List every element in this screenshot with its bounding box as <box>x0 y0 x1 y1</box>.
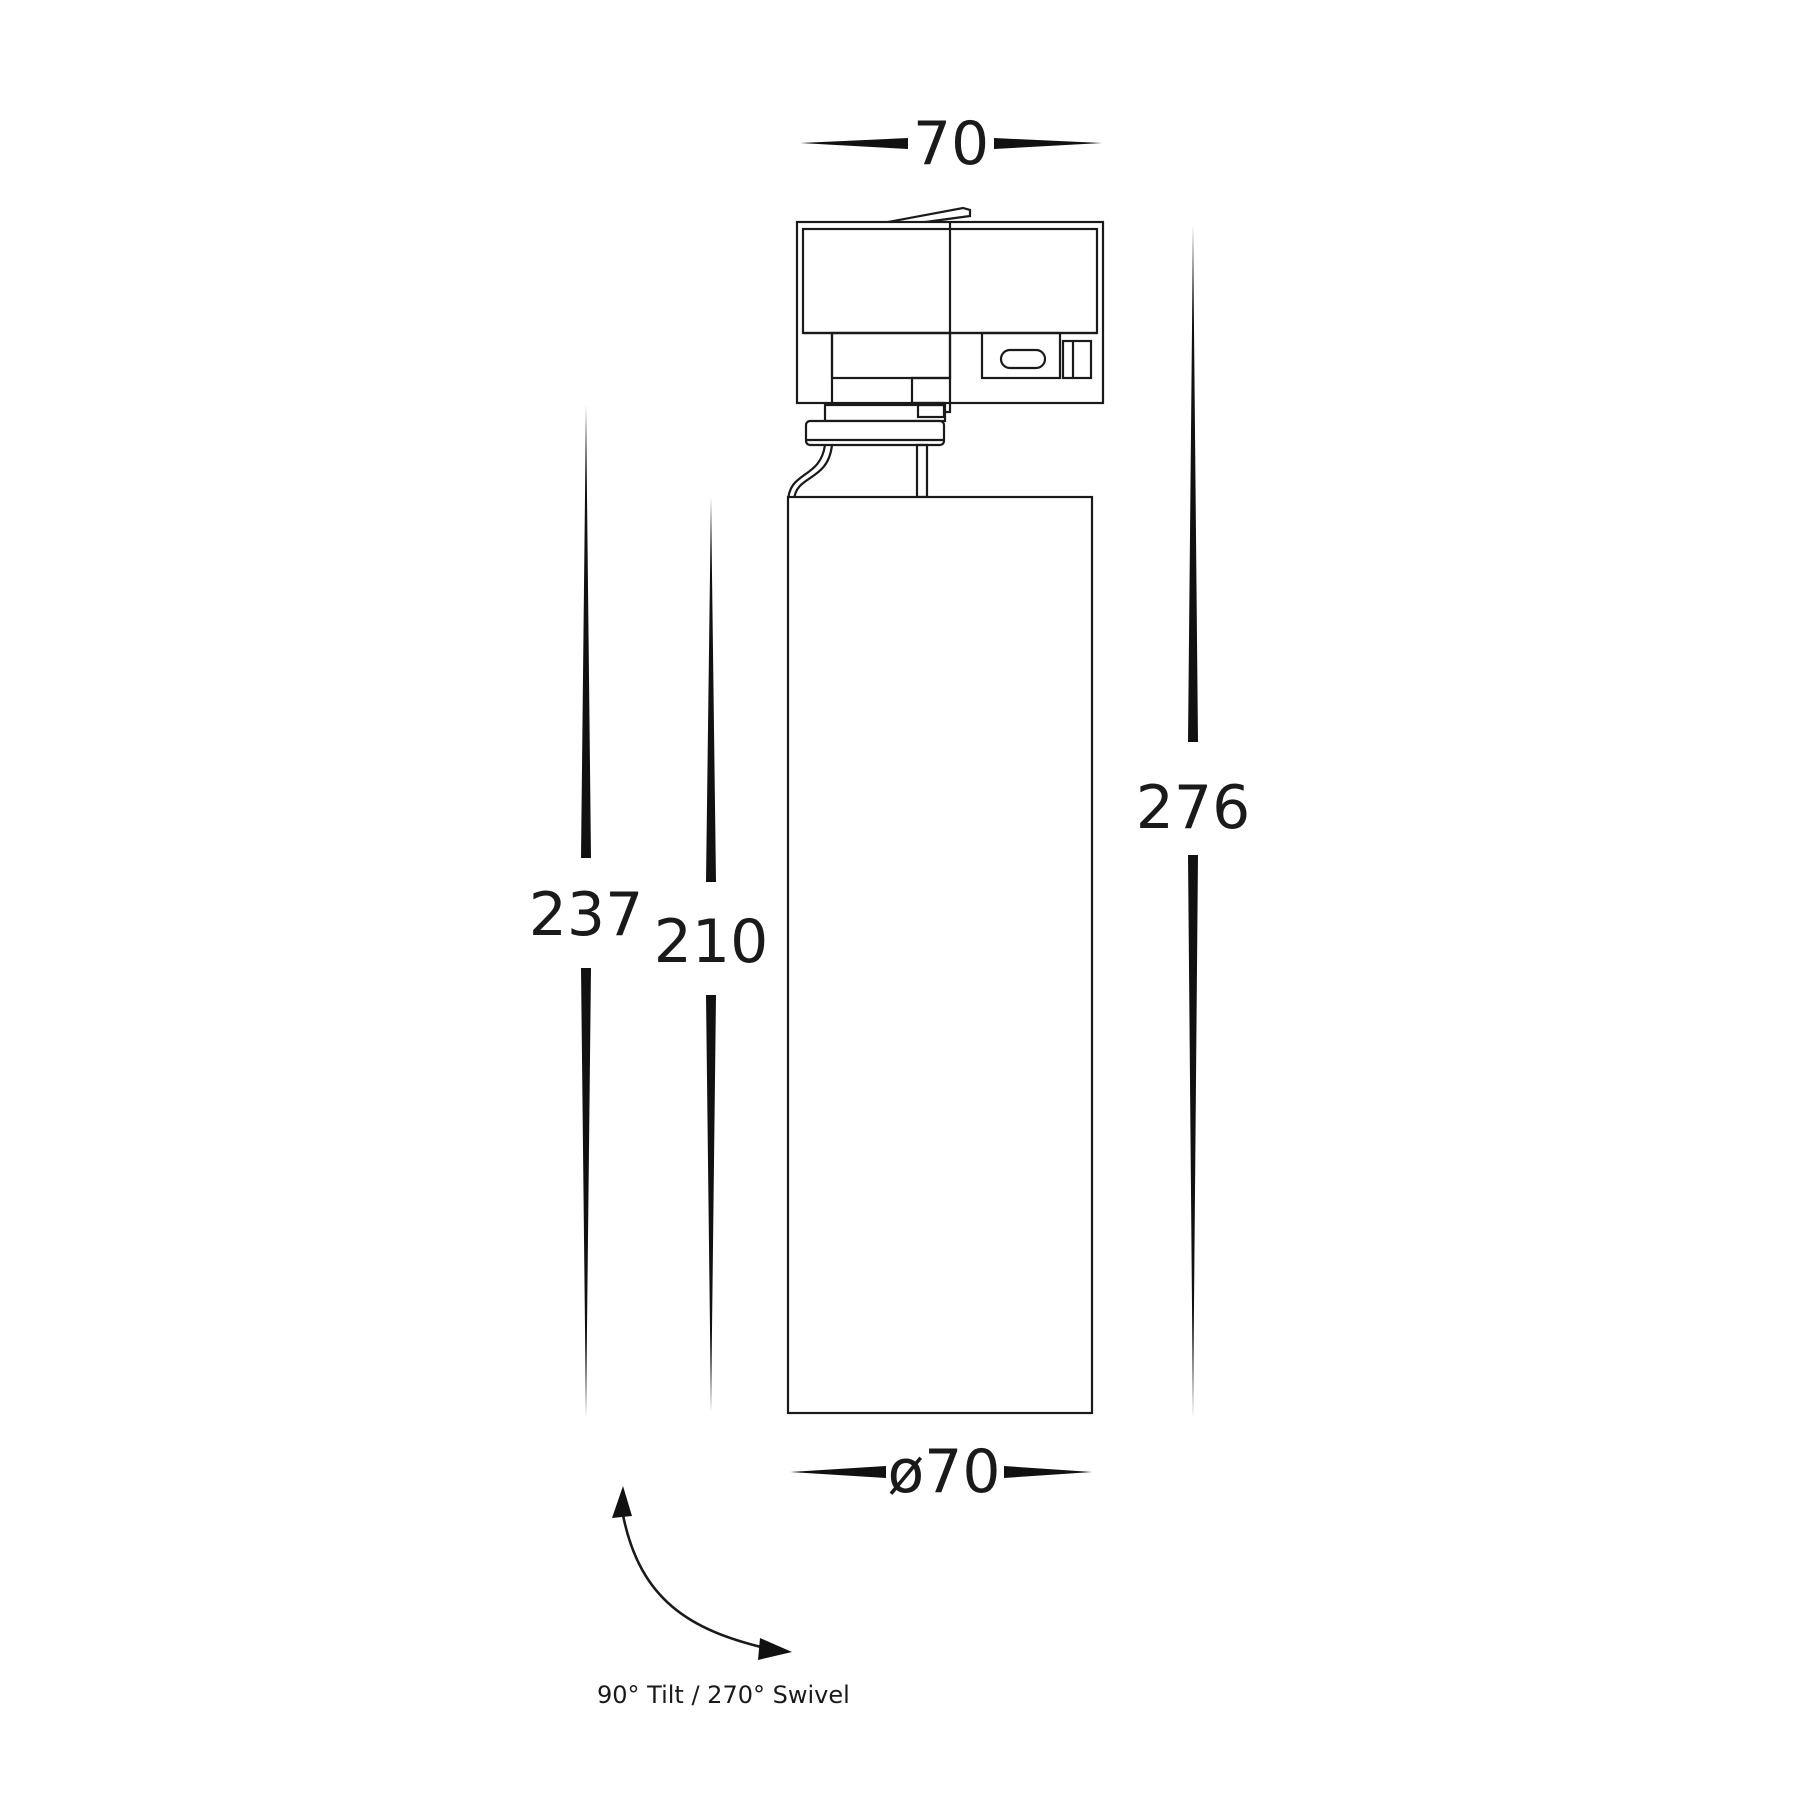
dim-label-top-width: 70 <box>913 109 989 179</box>
dim-taper-top <box>581 405 591 858</box>
dim-taper-right <box>1004 1466 1092 1478</box>
arm-curve-inner <box>792 444 834 501</box>
dim-taper-bottom <box>706 995 716 1413</box>
arm-curve-outer <box>786 444 827 504</box>
dim-taper-bottom <box>1188 855 1198 1418</box>
adapter-slot <box>999 348 1047 370</box>
dim-taper-right <box>994 138 1102 149</box>
dim-label-height-237: 237 <box>529 880 644 950</box>
swivel-collar <box>804 403 947 447</box>
track-adapter <box>795 206 1105 414</box>
arm-stem <box>915 443 929 499</box>
dim-taper-top <box>706 497 716 882</box>
cylinder-body <box>786 495 1094 1415</box>
dim-label-overall-height: 276 <box>1136 773 1251 843</box>
adapter-clip <box>1061 339 1093 380</box>
dim-taper-bottom <box>581 968 591 1418</box>
tilt-swivel-arrow <box>612 1486 792 1660</box>
dimension-body-height: 210 <box>654 497 769 1413</box>
collar-plate <box>804 419 946 447</box>
dim-label-diameter: ø70 <box>887 1437 1000 1507</box>
arc-arrow-path <box>621 1514 766 1650</box>
dimension-diameter: ø70 <box>790 1437 1092 1507</box>
dim-taper-left <box>790 1466 886 1478</box>
dim-label-body-height: 210 <box>654 907 769 977</box>
tilt-arm <box>786 443 929 504</box>
collar-ring <box>823 403 947 423</box>
tilt-swivel-note: 90° Tilt / 270° Swivel <box>597 1681 850 1709</box>
dimension-top-width: 70 <box>800 109 1102 179</box>
dimension-overall-height: 276 <box>1136 225 1251 1418</box>
adapter-window <box>980 331 1062 380</box>
dim-taper-top <box>1188 225 1198 742</box>
arrow-head-right <box>758 1638 792 1660</box>
dimension-height-237: 237 <box>529 405 644 1418</box>
arrow-head-up <box>612 1486 632 1518</box>
dim-taper-left <box>800 138 908 149</box>
